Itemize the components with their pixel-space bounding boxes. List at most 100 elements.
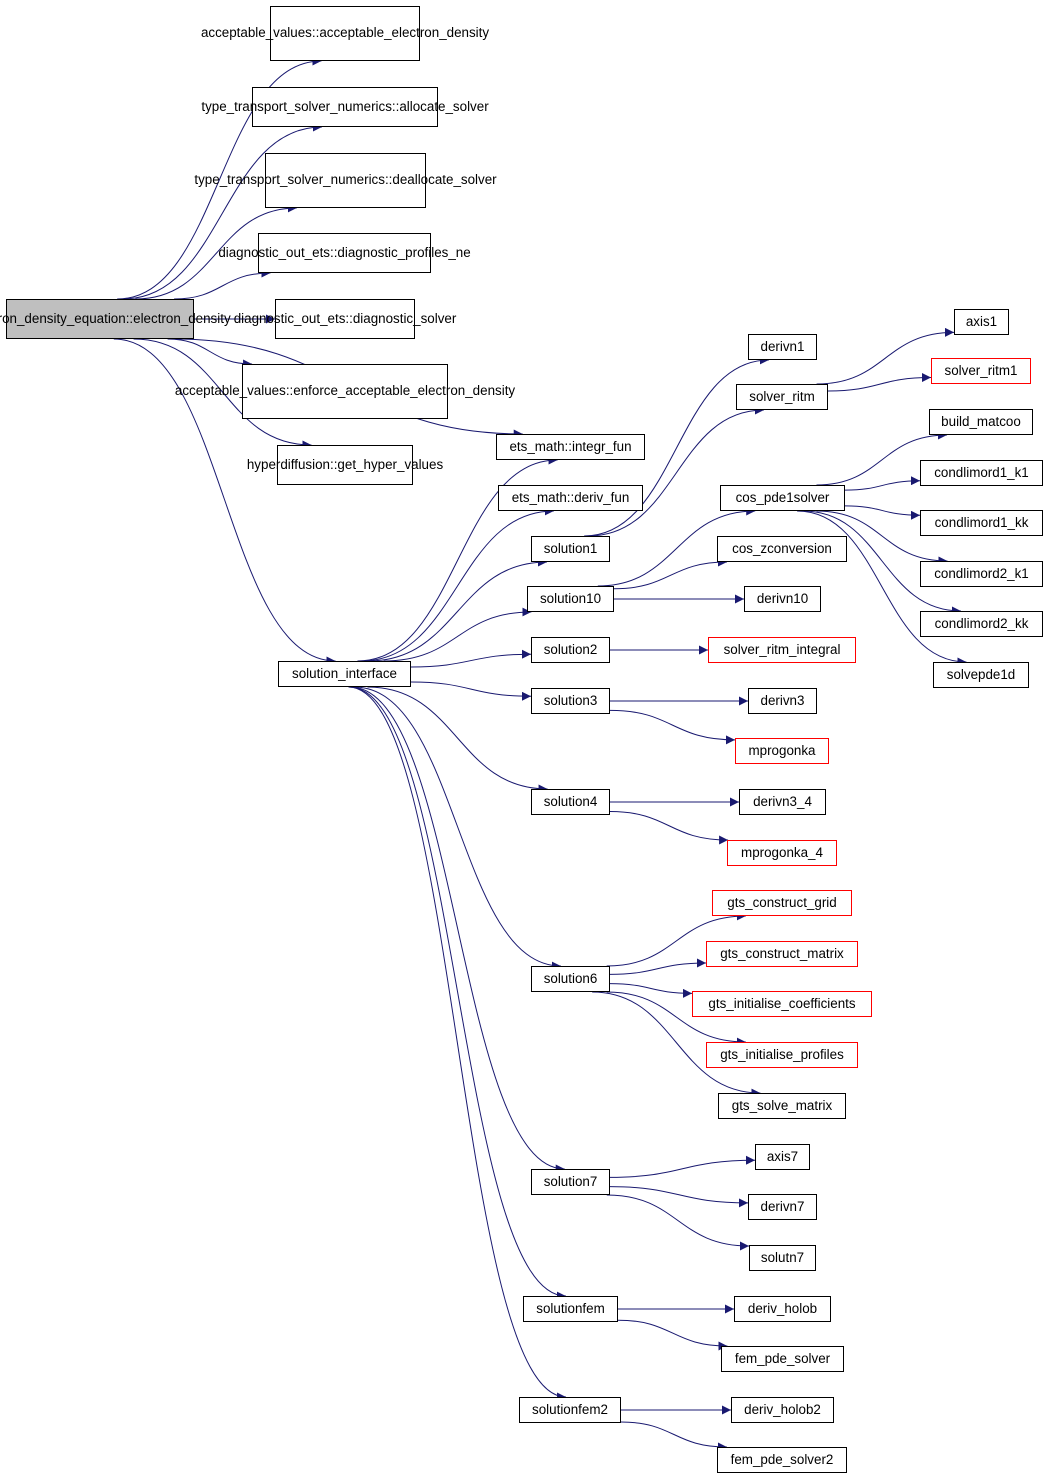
- node-label-line: solution1: [543, 540, 598, 556]
- edge-si-to-sfem: [349, 686, 566, 1301]
- node-label-line: axis1: [965, 313, 998, 329]
- node-get-hyper-values[interactable]: hyperdiffusion::get_hyper_values: [247, 445, 443, 485]
- node-label-line: _density: [439, 25, 490, 41]
- node-solution4[interactable]: solution4: [531, 789, 610, 815]
- node-diagnostic-solver[interactable]: diagnostic_out_ets::diagnostic_solver: [234, 299, 456, 339]
- node-axis7[interactable]: axis7: [755, 1144, 810, 1170]
- node-label-line: gts_solve_matrix: [731, 1097, 833, 1113]
- edge-sfem2-to-fem2: [620, 1421, 727, 1452]
- node-solver-ritm[interactable]: solver_ritm: [736, 384, 828, 410]
- node-fem-pde-solver[interactable]: fem_pde_solver: [721, 1346, 844, 1372]
- node-derivn10[interactable]: derivn10: [744, 586, 821, 612]
- node-label-line: solution3: [543, 692, 598, 708]
- edge-si-to-s7: [350, 686, 565, 1174]
- node-label-line: ::diagnostic_profiles_ne: [329, 244, 471, 260]
- node-label-line: gts_construct_matrix: [720, 945, 844, 961]
- node-label-line: ::diagnostic_solver: [345, 310, 457, 326]
- node-label-line: solutionfem2: [532, 1401, 608, 1417]
- edge-s10-to-cos: [597, 506, 756, 587]
- node-condlimord1-kk[interactable]: condlimord1_kk: [920, 510, 1043, 536]
- node-allocate-solver[interactable]: type_transport_solver_numerics::allocate…: [201, 87, 489, 127]
- node-cos-pde1solver[interactable]: cos_pde1solver: [720, 485, 845, 511]
- node-solutn7[interactable]: solutn7: [749, 1245, 816, 1271]
- node-label-line: condlimord1_kk: [934, 514, 1029, 530]
- node-label-line: cos_zconversion: [732, 540, 832, 556]
- node-enforce-acceptable-electron-density[interactable]: acceptable_values::enforce_acceptable_el…: [175, 364, 515, 419]
- node-condlimord2-kk[interactable]: condlimord2_kk: [920, 611, 1043, 637]
- node-condlimord1-k1[interactable]: condlimord1_k1: [920, 460, 1043, 486]
- node-gts-initialise-coefficients[interactable]: gts_initialise_coefficients: [692, 991, 872, 1017]
- node-diagnostic-profiles-ne[interactable]: diagnostic_out_ets::diagnostic_profiles_…: [218, 233, 471, 273]
- node-gts-construct-grid[interactable]: gts_construct_grid: [712, 890, 852, 916]
- node-label-line: _solver: [453, 172, 497, 188]
- node-solutionfem[interactable]: solutionfem: [523, 1296, 618, 1322]
- edge-s6-to-gtsprof: [606, 991, 746, 1047]
- edge-sfem-to-fem: [617, 1319, 728, 1351]
- node-label-line: solver_ritm: [749, 388, 815, 404]
- node-electron-density-equation[interactable]: electron_density_equation::electron_dens…: [0, 299, 231, 339]
- node-integr-fun[interactable]: ets_math::integr_fun: [496, 434, 645, 460]
- node-gts-solve-matrix[interactable]: gts_solve_matrix: [718, 1093, 846, 1119]
- node-label-line: type_transport_solver: [194, 172, 324, 188]
- node-mprogonka[interactable]: mprogonka: [735, 738, 829, 764]
- edge-si-to-s6: [354, 686, 561, 971]
- edge-root-to-n6: [167, 338, 253, 369]
- edge-si-to-s3: [410, 681, 532, 701]
- node-label-line: mprogonka_4: [741, 844, 823, 860]
- edge-root-to-n2: [123, 122, 322, 300]
- node-label-line: condlimord2_kk: [934, 615, 1029, 631]
- node-label-line: solution2: [543, 641, 598, 657]
- edge-si-to-deriv: [361, 506, 554, 662]
- node-acceptable-electron-density[interactable]: acceptable_values::acceptable_electron_d…: [201, 6, 489, 61]
- node-label-line: solution6: [543, 970, 598, 986]
- node-derivn3[interactable]: derivn3: [748, 688, 817, 714]
- node-mprogonka-4[interactable]: mprogonka_4: [727, 840, 837, 866]
- edge-s7-to-solutn7: [606, 1194, 750, 1251]
- edge-s3-to-mprog: [609, 709, 736, 745]
- node-build-matcoo[interactable]: build_matcoo: [929, 409, 1033, 435]
- node-label-line: fem_pde_solver: [734, 1350, 831, 1366]
- node-solutionfem2[interactable]: solutionfem2: [519, 1397, 621, 1423]
- node-solution10[interactable]: solution10: [527, 586, 614, 612]
- node-deallocate-solver[interactable]: type_transport_solver_numerics::dealloca…: [194, 153, 497, 208]
- node-label-line: gts_initialise_profiles: [720, 1046, 844, 1062]
- node-label-line: gts_construct_grid: [727, 894, 837, 910]
- node-solution3[interactable]: solution3: [531, 688, 610, 714]
- node-label-line: solvepde1d: [946, 666, 1016, 682]
- node-label-line: fem_pde_solver2: [730, 1451, 834, 1467]
- node-label-line: solutn7: [760, 1249, 805, 1265]
- node-cos-zconversion[interactable]: cos_zconversion: [717, 536, 847, 562]
- edge-cos-to-c2k1: [816, 510, 948, 566]
- node-label-line: solution_interface: [292, 665, 397, 681]
- node-condlimord2-k1[interactable]: condlimord2_k1: [920, 561, 1043, 587]
- node-gts-initialise-profiles[interactable]: gts_initialise_profiles: [706, 1042, 858, 1068]
- edge-s6-to-gtsmatrix: [609, 958, 707, 975]
- node-solution2[interactable]: solution2: [531, 637, 610, 663]
- node-solution6[interactable]: solution6: [531, 966, 610, 992]
- node-label-line: _hyper_values: [356, 456, 444, 472]
- node-label-line: mprogonka: [748, 742, 816, 758]
- node-solvepde1d[interactable]: solvepde1d: [933, 662, 1029, 688]
- node-derivn7[interactable]: derivn7: [748, 1194, 817, 1220]
- node-solution7[interactable]: solution7: [531, 1169, 610, 1195]
- node-solver-ritm1[interactable]: solver_ritm1: [931, 358, 1031, 384]
- edge-cos-to-c1kk: [844, 505, 921, 520]
- node-deriv-holob[interactable]: deriv_holob: [734, 1296, 831, 1322]
- node-label-line: solver_ritm_integral: [723, 641, 841, 657]
- node-deriv-fun[interactable]: ets_math::deriv_fun: [498, 485, 643, 511]
- node-label-line: condlimord1_k1: [934, 464, 1029, 480]
- node-gts-construct-matrix[interactable]: gts_construct_matrix: [706, 941, 858, 967]
- node-solution1[interactable]: solution1: [531, 536, 610, 562]
- edge-cos-to-build: [816, 430, 948, 486]
- node-derivn1[interactable]: derivn1: [748, 334, 817, 360]
- node-label-line: ets_math::deriv_fun: [511, 489, 630, 505]
- node-solver-ritm-integral[interactable]: solver_ritm_integral: [708, 637, 856, 663]
- node-fem-pde-solver2[interactable]: fem_pde_solver2: [717, 1447, 847, 1473]
- node-deriv-holob2[interactable]: deriv_holob2: [731, 1397, 834, 1423]
- node-axis1[interactable]: axis1: [954, 309, 1009, 335]
- node-label-line: electron_density_equation: [0, 310, 126, 326]
- edge-s7-to-axis7: [609, 1155, 756, 1178]
- edge-si-to-s1: [368, 557, 547, 662]
- node-derivn3-4[interactable]: derivn3_4: [739, 789, 826, 815]
- node-solution-interface[interactable]: solution_interface: [278, 661, 411, 687]
